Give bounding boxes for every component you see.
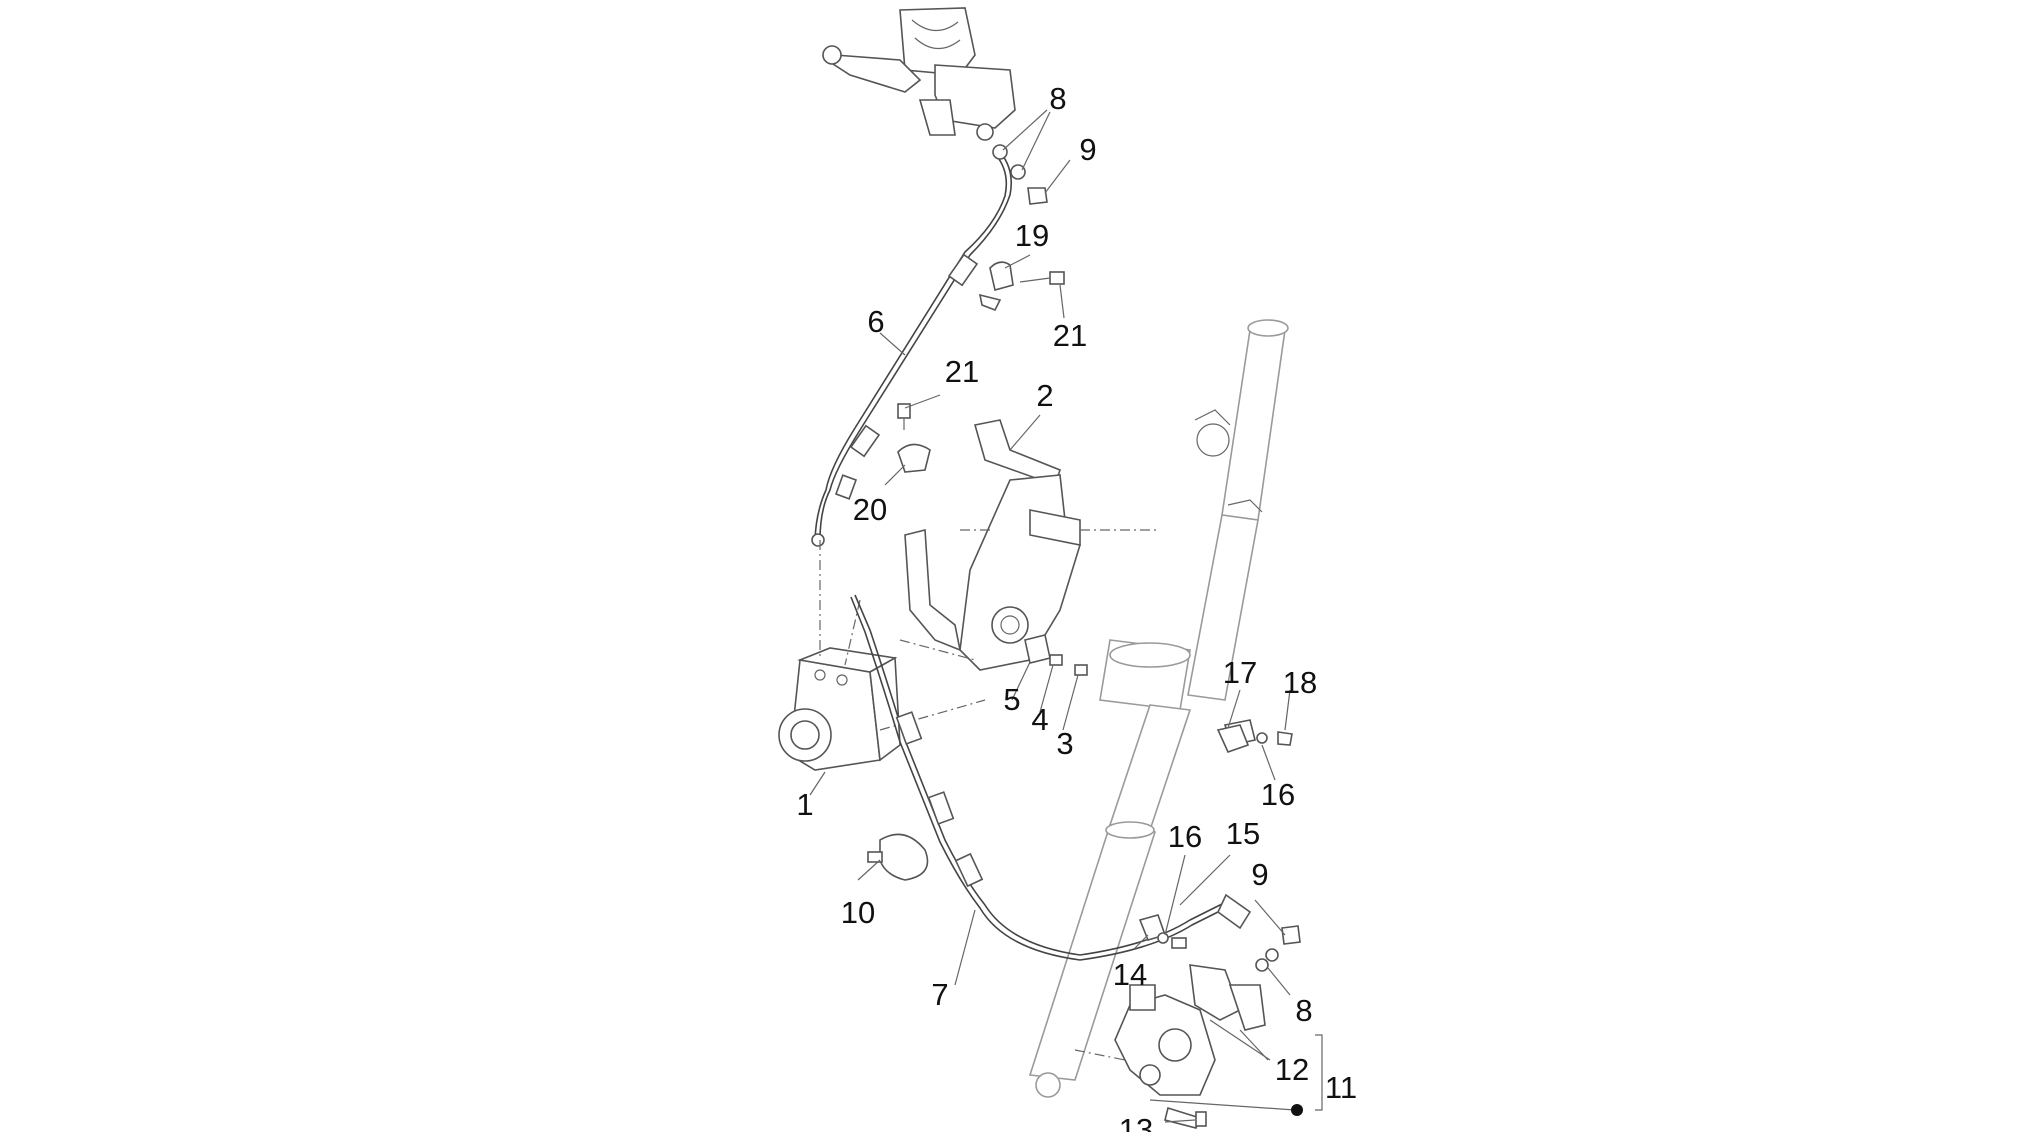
brake-caliper-assembly: [1074, 964, 1266, 1129]
washer-icon: [992, 144, 1008, 160]
screw-icon: [1277, 731, 1293, 746]
callout-19: 19: [1015, 218, 1049, 253]
brake-lever-master-cylinder: [822, 7, 1016, 141]
callout-12: 12: [1275, 1052, 1309, 1087]
callout-13: 13: [1119, 1112, 1153, 1132]
washer-icon: [1157, 932, 1169, 944]
callout-16-upper: 16: [1261, 777, 1295, 812]
callout-17: 17: [1223, 655, 1257, 690]
callout-8-lower: 8: [1295, 993, 1312, 1028]
callout-14: 14: [1113, 957, 1147, 992]
callout-21-lower: 21: [945, 354, 979, 389]
bolt-icon: [1171, 937, 1187, 949]
screw-icon: [1049, 271, 1065, 285]
callout-5: 5: [1003, 682, 1020, 717]
bullet-marker-icon: [1291, 1104, 1303, 1116]
bolt-icon: [1074, 664, 1088, 676]
hose-clip-icon: [989, 261, 1014, 291]
callout-9-lower: 9: [1251, 857, 1268, 892]
callout-9-upper: 9: [1079, 132, 1096, 167]
upper-brake-hose: [811, 151, 1013, 547]
hose-clip-icon: [897, 443, 931, 473]
lower-brake-hose: [850, 594, 1252, 961]
callout-16-lower: 16: [1168, 819, 1202, 854]
callout-labels: 1 2 3 4 5 6 7 8 8 9 9 10 11 12 13 14 15 …: [796, 81, 1357, 1132]
leader-lines: [809, 109, 1323, 1123]
callout-10: 10: [841, 895, 875, 930]
abs-bracket: [899, 419, 1160, 671]
rubber-bushing-icon: [1024, 634, 1051, 664]
abs-modulator-unit: [778, 540, 986, 771]
callout-1: 1: [796, 787, 813, 822]
callout-15: 15: [1226, 816, 1260, 851]
callout-3: 3: [1056, 726, 1073, 761]
hose-clamp-icon: [879, 833, 929, 881]
callout-6: 6: [867, 304, 884, 339]
washer-icon: [1255, 958, 1269, 972]
callout-20: 20: [853, 492, 887, 527]
callout-7: 7: [931, 977, 948, 1012]
callout-2: 2: [1036, 378, 1053, 413]
washer-icon: [1256, 732, 1268, 744]
banjo-bolt-icon: [1281, 925, 1301, 945]
callout-11: 11: [1325, 1070, 1357, 1105]
callout-8-upper: 8: [1049, 81, 1066, 116]
callout-21-upper: 21: [1053, 318, 1087, 353]
callout-4: 4: [1031, 702, 1048, 737]
spacer-icon: [1049, 654, 1063, 666]
small-parts: [867, 144, 1301, 972]
screw-icon: [897, 403, 911, 419]
callout-18: 18: [1283, 665, 1317, 700]
hose-guide-icon: [1216, 724, 1250, 753]
banjo-bolt-icon: [1027, 187, 1048, 205]
washer-icon: [1265, 948, 1279, 962]
washer-icon: [1010, 164, 1026, 180]
